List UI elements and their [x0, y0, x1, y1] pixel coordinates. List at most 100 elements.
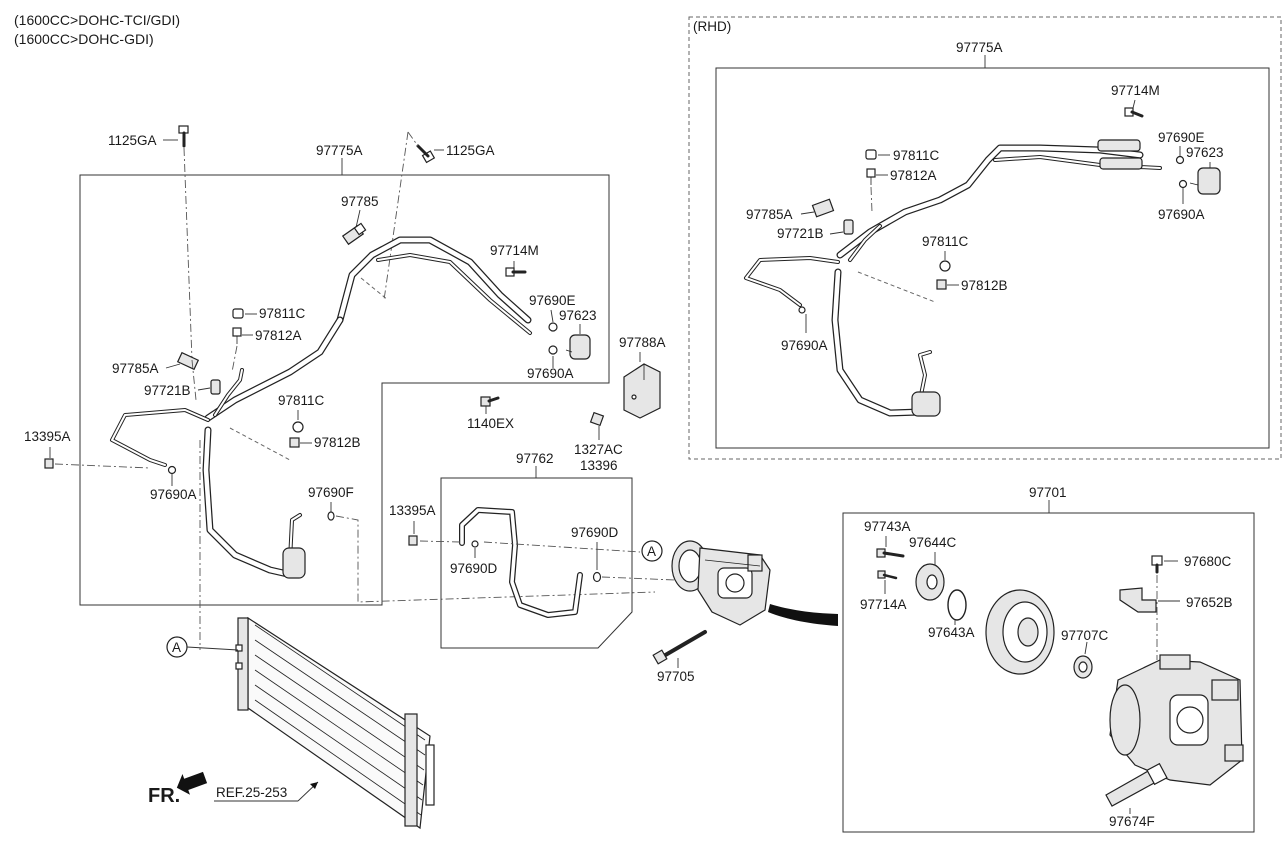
- pressure-sensor-icon: [341, 222, 367, 246]
- rhd-part-label-97775a[interactable]: 97775A: [956, 40, 1003, 55]
- rhd-part-label-97690a-right[interactable]: 97690A: [1158, 207, 1205, 222]
- o-ring-icon: [167, 465, 177, 475]
- callout-a-center[interactable]: [641, 540, 663, 562]
- pressure-relief-valve-icon: [1105, 762, 1168, 807]
- part-label-1327ac[interactable]: 1327AC: [574, 442, 623, 457]
- snap-ring-icon: [947, 589, 967, 621]
- part-label-97785[interactable]: 97785: [341, 194, 379, 209]
- part-label-97785a[interactable]: 97785A: [112, 361, 159, 376]
- rhd-part-label-97785a[interactable]: 97785A: [746, 207, 793, 222]
- part-label-97775a[interactable]: 97775A: [316, 143, 363, 158]
- part-label-97762[interactable]: 97762: [516, 451, 554, 466]
- part-label-97690a-left[interactable]: 97690A: [150, 487, 197, 502]
- nut-icon: [408, 535, 418, 546]
- discharge-hose: [459, 507, 583, 618]
- bolt-icon: [480, 396, 500, 407]
- cap-icon: [232, 308, 244, 319]
- bolt-icon: [416, 144, 436, 164]
- o-ring-icon: [798, 306, 806, 314]
- compressor-kit-box: [842, 512, 1255, 833]
- pulley-icon: [985, 589, 1055, 675]
- bolt-icon: [1124, 107, 1144, 118]
- part-label-97812b[interactable]: 97812B: [314, 435, 361, 450]
- part-label-97680c[interactable]: 97680C: [1184, 554, 1232, 569]
- part-label-97644c[interactable]: 97644C: [909, 535, 957, 550]
- part-label-97690a-right[interactable]: 97690A: [527, 366, 574, 381]
- part-label-97623[interactable]: 97623: [559, 308, 597, 323]
- o-ring-icon: [327, 511, 335, 521]
- rhd-label: (RHD): [693, 19, 731, 34]
- part-label-97690e[interactable]: 97690E: [529, 293, 576, 308]
- part-label-13395a-center[interactable]: 13395A: [389, 503, 436, 518]
- bolt-icon: [877, 570, 898, 580]
- rhd-part-label-97812b[interactable]: 97812B: [961, 278, 1008, 293]
- clip-icon: [811, 198, 835, 218]
- part-label-97643a[interactable]: 97643A: [928, 625, 975, 640]
- rhd-part-label-97714m[interactable]: 97714M: [1111, 83, 1160, 98]
- rhd-part-label-97811c-upper[interactable]: 97811C: [893, 148, 940, 163]
- cap-icon: [865, 149, 877, 160]
- hub-plate-icon: [915, 563, 945, 601]
- engine-variant-2: (1600CC>DOHC-GDI): [14, 31, 154, 47]
- bolt-icon: [876, 548, 905, 558]
- part-label-1125ga-left[interactable]: 1125GA: [108, 133, 157, 148]
- bolt-icon: [505, 267, 527, 277]
- rhd-part-label-97721b[interactable]: 97721B: [777, 226, 824, 241]
- part-label-97701[interactable]: 97701: [1029, 485, 1067, 500]
- o-ring-icon: [1175, 155, 1185, 165]
- part-label-1140ex[interactable]: 1140EX: [467, 416, 514, 431]
- bolt-icon: [1151, 555, 1163, 574]
- receiver-drier-icon: [565, 334, 591, 360]
- front-direction-label: FR.: [148, 785, 180, 807]
- part-label-97721b[interactable]: 97721B: [144, 383, 191, 398]
- part-label-97690d-right[interactable]: 97690D: [571, 525, 619, 540]
- compressor-icon: [671, 540, 771, 626]
- nut-icon: [589, 411, 605, 427]
- rhd-part-label-97811c-lower[interactable]: 97811C: [922, 234, 969, 249]
- clip-icon: [176, 351, 200, 371]
- part-label-13396[interactable]: 13396: [580, 458, 618, 473]
- part-label-97652b[interactable]: 97652B: [1186, 595, 1233, 610]
- zoom-wedge: [768, 604, 838, 626]
- front-arrow-icon: [176, 771, 208, 795]
- o-ring-icon: [548, 345, 558, 355]
- part-label-97812a[interactable]: 97812A: [255, 328, 302, 343]
- o-ring-icon: [592, 571, 602, 583]
- seal-ring-icon: [1073, 655, 1093, 679]
- o-ring-icon: [548, 322, 558, 332]
- rhd-part-label-97690a-left[interactable]: 97690A: [781, 338, 828, 353]
- receiver-drier-icon: [1189, 167, 1221, 195]
- bracket-icon: [1119, 587, 1157, 613]
- nut-icon: [44, 458, 54, 469]
- part-label-97788a[interactable]: 97788A: [619, 335, 666, 350]
- part-label-97811c-lower[interactable]: 97811C: [278, 393, 325, 408]
- part-label-97707c[interactable]: 97707C: [1061, 628, 1109, 643]
- o-ring-icon: [471, 540, 479, 548]
- callout-a-center-label: A: [647, 544, 656, 559]
- part-label-97743a[interactable]: 97743A: [864, 519, 911, 534]
- part-label-97690f[interactable]: 97690F: [308, 485, 354, 500]
- left-assembly-box: [79, 174, 610, 606]
- part-label-1125ga-right[interactable]: 1125GA: [446, 143, 495, 158]
- rhd-hose-assembly: [744, 139, 1162, 417]
- bolt-icon: [178, 125, 189, 148]
- part-label-97811c-upper[interactable]: 97811C: [259, 306, 306, 321]
- insulation-cover-icon: [623, 363, 661, 419]
- callout-a-left-label: A: [172, 640, 181, 655]
- discharge-hose-box: [440, 477, 633, 649]
- o-ring-icon: [1178, 179, 1188, 189]
- rhd-part-label-97623[interactable]: 97623: [1186, 145, 1224, 160]
- valve-core-icon: [866, 168, 876, 185]
- rhd-part-label-97690e[interactable]: 97690E: [1158, 130, 1205, 145]
- part-label-97714a[interactable]: 97714A: [860, 597, 907, 612]
- part-label-97714m[interactable]: 97714M: [490, 243, 539, 258]
- part-label-13395a-left[interactable]: 13395A: [24, 429, 71, 444]
- part-label-97705[interactable]: 97705: [657, 669, 695, 684]
- part-label-97674f[interactable]: 97674F: [1109, 814, 1155, 829]
- reference-label[interactable]: REF.25-253: [216, 785, 287, 800]
- sensor-icon: [210, 379, 221, 395]
- part-label-97690d-left[interactable]: 97690D: [450, 561, 498, 576]
- engine-variant-1: (1600CC>DOHC-TCI/GDI): [14, 12, 180, 28]
- rhd-part-label-97812a[interactable]: 97812A: [890, 168, 937, 183]
- compressor-body-icon: [1109, 654, 1244, 786]
